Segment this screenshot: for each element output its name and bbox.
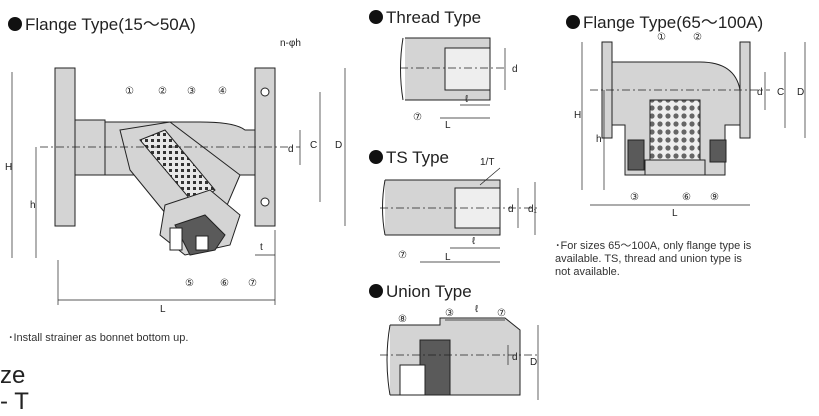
union-dim-D: D xyxy=(530,357,537,368)
callout-3: ③ xyxy=(187,86,196,97)
title-ts: TS Type xyxy=(369,148,449,168)
large-dim-L: L xyxy=(672,208,678,219)
dim-H: H xyxy=(5,162,12,173)
title-flange-small: Flange Type(15～50A) xyxy=(8,10,196,35)
flange-small-drawing xyxy=(40,67,300,256)
dim-d: d xyxy=(288,144,294,155)
large-callout-2: ② xyxy=(693,32,702,43)
large-callout-3: ③ xyxy=(630,192,639,203)
thread-drawing xyxy=(400,37,506,119)
drawings-canvas: H h L d C D t n-φh ① ② ③ ④ ⑤ ⑥ ⑦ d ℓ L ⑦ xyxy=(5,32,806,400)
union-dim-ell: ℓ xyxy=(475,304,479,315)
thread-dim-d: d xyxy=(512,64,518,75)
heading-fragment-1: ze xyxy=(0,362,26,389)
title-thread: Thread Type xyxy=(369,8,481,28)
flange-small-dimensions xyxy=(11,68,346,305)
title-flange-large: Flange Type(65～100A) xyxy=(566,8,763,33)
dim-nphi: n-φh xyxy=(280,38,301,49)
ts-dim-ell: ℓ xyxy=(472,236,476,247)
large-callout-9: ⑨ xyxy=(710,192,719,203)
callout-7: ⑦ xyxy=(248,278,257,289)
dim-D: D xyxy=(335,140,342,151)
bullet-icon xyxy=(8,17,22,31)
ts-dim-L: L xyxy=(445,252,451,263)
union-dim-d: d xyxy=(512,352,518,363)
large-callout-1: ① xyxy=(657,32,666,43)
union-drawing xyxy=(380,317,540,400)
dim-h: h xyxy=(30,200,36,211)
ts-callout-7: ⑦ xyxy=(398,250,407,261)
ts-dim-taper: 1/T xyxy=(480,157,494,168)
large-callout-6: ⑥ xyxy=(682,192,691,203)
bullet-icon xyxy=(369,150,383,164)
thread-dim-ell: ℓ xyxy=(465,94,469,105)
callout-4: ④ xyxy=(218,86,227,97)
dim-C: C xyxy=(310,140,317,151)
sizes-note: ･For sizes 65～100A, only flange type is … xyxy=(555,240,752,278)
title-union: Union Type xyxy=(369,282,472,302)
large-dim-D: D xyxy=(797,87,804,98)
ts-dim-d: d xyxy=(508,204,514,215)
union-callout-8: ⑧ xyxy=(398,314,407,325)
union-callout-3: ③ xyxy=(445,308,454,319)
bullet-icon xyxy=(369,10,383,24)
ts-drawing xyxy=(380,167,540,263)
callout-5: ⑤ xyxy=(185,278,194,289)
install-note: ･Install strainer as bonnet bottom up. xyxy=(8,332,189,344)
union-callout-7: ⑦ xyxy=(497,308,506,319)
thread-dim-L: L xyxy=(445,120,451,131)
bullet-icon xyxy=(369,284,383,298)
callout-6: ⑥ xyxy=(220,278,229,289)
large-dim-H: H xyxy=(574,110,581,121)
callout-1: ① xyxy=(125,86,134,97)
bullet-icon xyxy=(566,15,580,29)
large-dim-d: d xyxy=(757,87,763,98)
dim-L: L xyxy=(160,304,166,315)
callout-2: ② xyxy=(158,86,167,97)
dim-t: t xyxy=(260,242,263,253)
large-dim-C: C xyxy=(777,87,784,98)
thread-callout-7: ⑦ xyxy=(413,112,422,123)
large-dim-h: h xyxy=(596,134,602,145)
ts-dim-d1: d₁ xyxy=(528,204,538,215)
flange-large-drawing xyxy=(581,41,806,206)
